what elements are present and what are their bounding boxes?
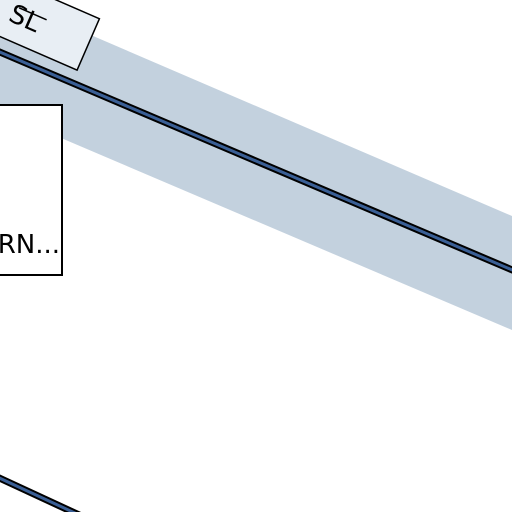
callout[interactable]: RN... xyxy=(0,104,63,276)
route-tag[interactable]: SL xyxy=(0,0,101,72)
main-route-line[interactable] xyxy=(0,50,512,272)
callout-box xyxy=(0,104,63,276)
route-tag-underline xyxy=(18,7,47,21)
callout-text: RN... xyxy=(0,230,60,260)
corridor-band xyxy=(0,0,512,330)
route-tag-box xyxy=(0,0,101,72)
secondary-route-line[interactable] xyxy=(0,476,90,512)
